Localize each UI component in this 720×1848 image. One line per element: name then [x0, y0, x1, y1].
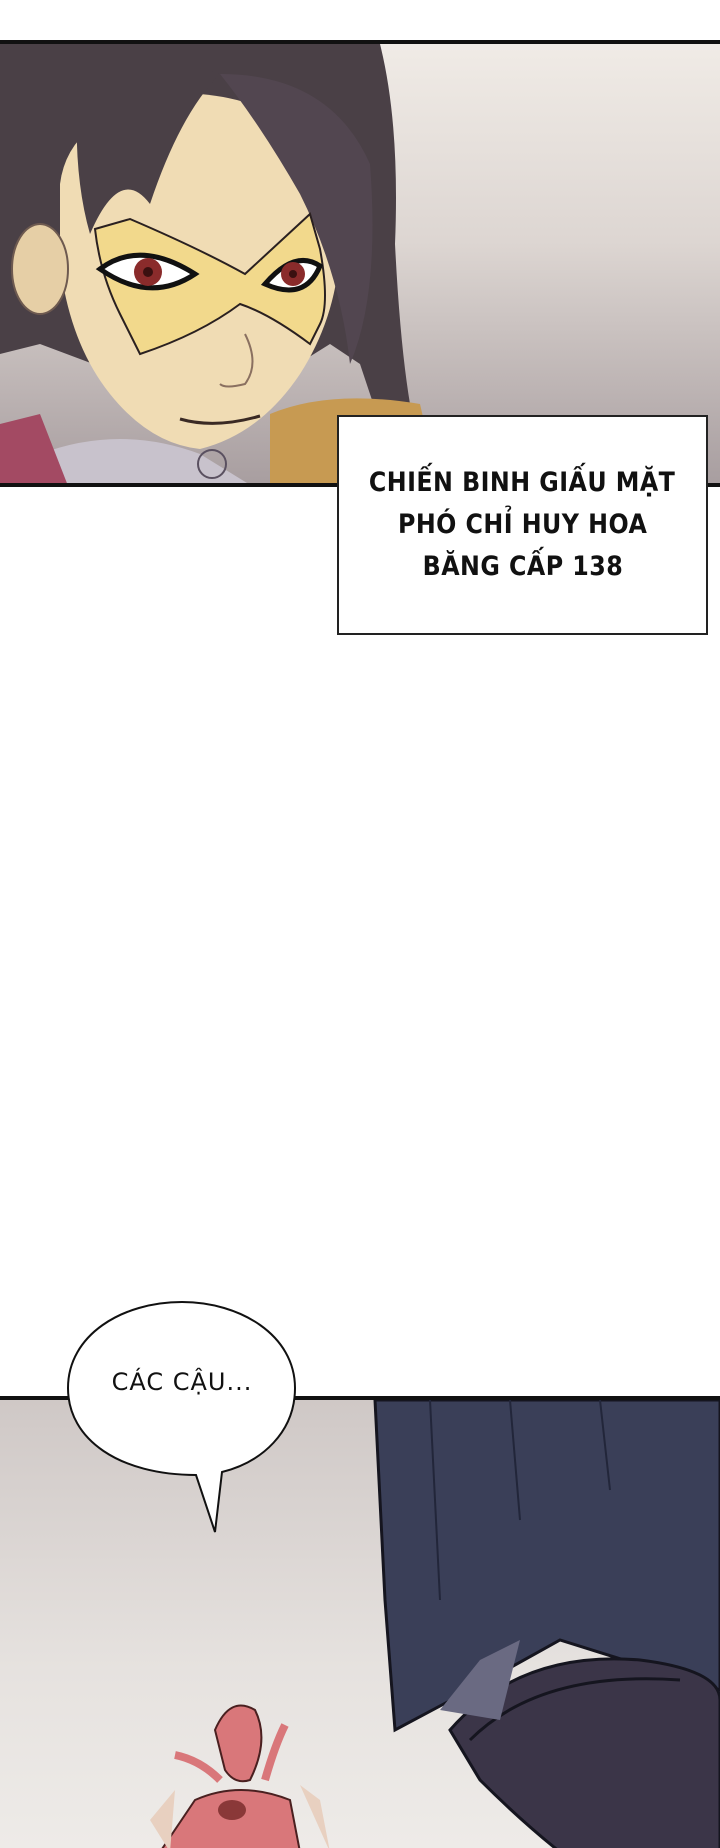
panel-armored-warrior [0, 1396, 720, 1848]
caption-line-title: PHÓ CHỈ HUY HOA [397, 509, 648, 540]
panel-masked-warrior [0, 40, 720, 487]
caption-line-level: BĂNG CẤP 138 [422, 551, 623, 582]
caption-line-name: CHIẾN BINH GIẤU MẶT [369, 467, 676, 498]
caption-box: CHIẾN BINH GIẤU MẶT PHÓ CHỈ HUY HOA BĂNG… [337, 415, 708, 635]
speech-bubble-text: CÁC CẬU... [111, 1368, 253, 1396]
armored-warrior-illustration [150, 1400, 720, 1848]
